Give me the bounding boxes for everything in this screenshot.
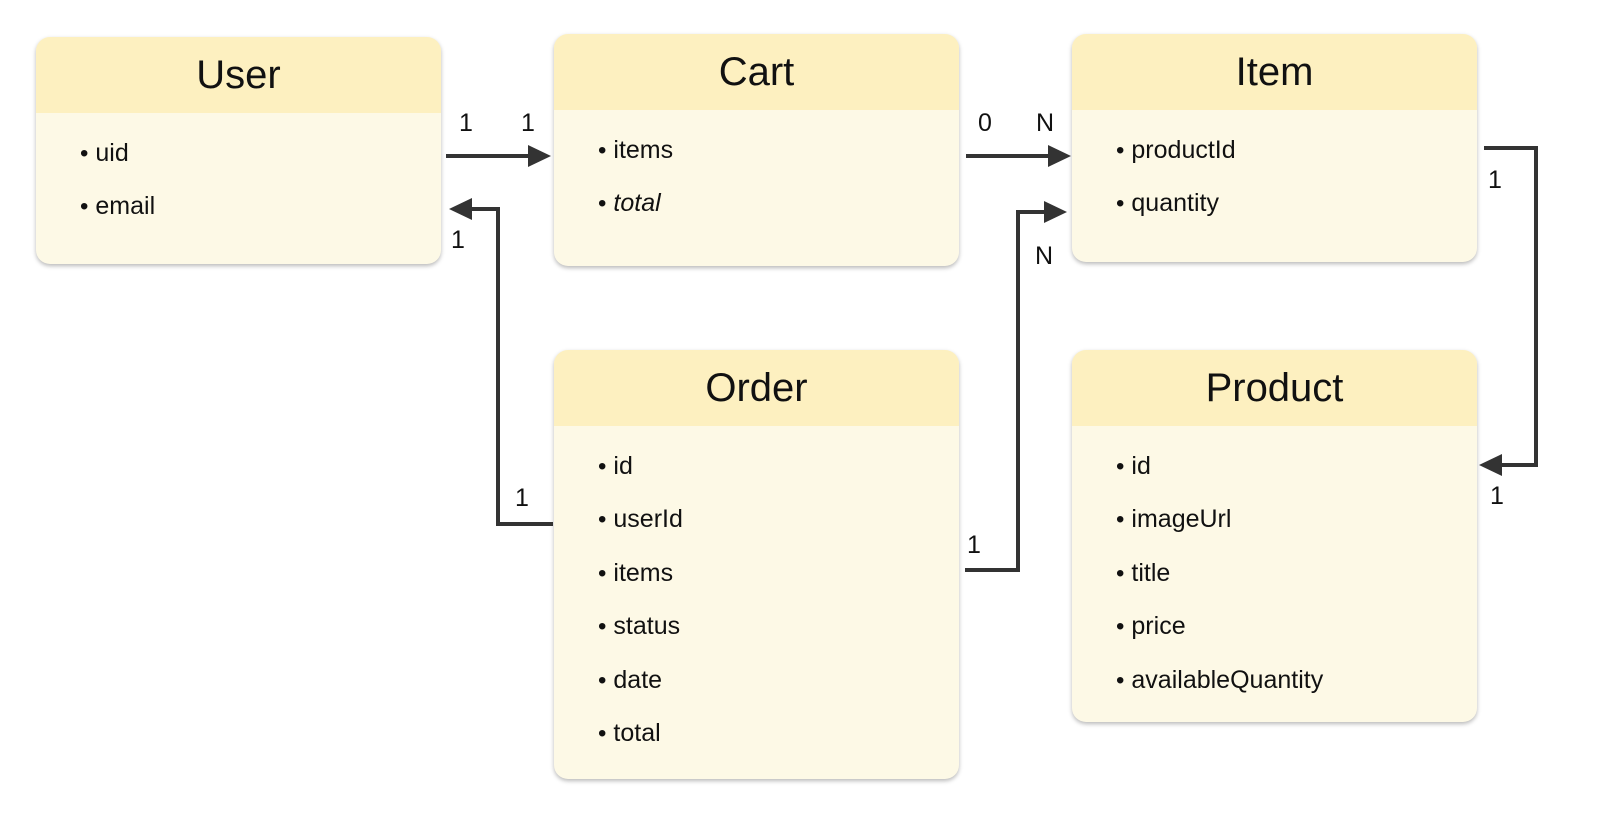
field-quantity: •quantity (1116, 177, 1477, 230)
bullet-icon: • (1116, 666, 1125, 694)
field-label: availableQuantity (1131, 665, 1324, 694)
field-label: imageUrl (1131, 505, 1232, 534)
entity-title: User (36, 37, 441, 113)
bullet-icon: • (80, 193, 89, 221)
field-imageUrl: •imageUrl (1116, 493, 1477, 546)
field-email: •email (80, 180, 441, 233)
field-label: status (613, 612, 681, 641)
cardinality-order-item-source: 1 (967, 531, 981, 559)
field-list: •uid •email (36, 113, 441, 234)
entity-item[interactable]: Item •productId •quantity (1072, 34, 1477, 262)
field-label: productId (1131, 136, 1236, 164)
field-label: items (613, 558, 674, 587)
field-list: •id •userId •items •status •date •total (554, 426, 959, 760)
field-label: userId (613, 505, 683, 534)
bullet-icon: • (598, 506, 607, 534)
field-date: •date (598, 654, 959, 707)
field-list: •id •imageUrl •title •price •availableQu… (1072, 426, 1477, 707)
arrowhead-order-item (1044, 201, 1067, 223)
cardinality-order-user-target: 1 (451, 226, 465, 254)
field-label: total (613, 189, 661, 218)
field-label: id (1131, 452, 1151, 480)
field-uid: •uid (80, 127, 441, 180)
field-total: •total (598, 707, 959, 760)
bullet-icon: • (80, 140, 89, 167)
field-userId: •userId (598, 493, 959, 546)
field-items: •items (598, 547, 959, 600)
bullet-icon: • (598, 613, 607, 641)
entity-cart[interactable]: Cart •items •total (554, 34, 959, 266)
bullet-icon: • (1116, 559, 1125, 587)
field-list: •productId •quantity (1072, 110, 1477, 231)
cardinality-cart-item-target: N (1036, 109, 1054, 137)
arrowhead-cart-item (1048, 145, 1071, 167)
edge-order-user (472, 207, 553, 526)
field-label: items (613, 136, 674, 164)
field-label: total (613, 718, 661, 747)
entity-product[interactable]: Product •id •imageUrl •title •price •ava… (1072, 350, 1477, 722)
bullet-icon: • (1116, 506, 1125, 534)
edge-item-product (1484, 146, 1538, 467)
cardinality-item-product-source: 1 (1488, 166, 1502, 194)
field-items: •items (598, 124, 959, 177)
field-productId: •productId (1116, 124, 1477, 177)
bullet-icon: • (1116, 453, 1125, 480)
arrowhead-user-cart (528, 145, 551, 167)
cardinality-cart-item-source: 0 (978, 109, 992, 137)
field-title: •title (1116, 547, 1477, 600)
bullet-icon: • (598, 666, 607, 694)
field-label: price (1131, 612, 1186, 641)
field-id: •id (598, 440, 959, 493)
entity-order[interactable]: Order •id •userId •items •status •date •… (554, 350, 959, 779)
bullet-icon: • (598, 719, 607, 747)
field-price: •price (1116, 600, 1477, 653)
entity-title: Item (1072, 34, 1477, 110)
bullet-icon: • (1116, 190, 1125, 218)
field-label: id (613, 452, 633, 480)
field-list: •items •total (554, 110, 959, 231)
bullet-icon: • (1116, 137, 1125, 164)
entity-user[interactable]: User •uid •email (36, 37, 441, 264)
field-label: email (95, 192, 156, 221)
entity-title: Product (1072, 350, 1477, 426)
cardinality-order-item-target: N (1035, 242, 1053, 270)
entity-title: Cart (554, 34, 959, 110)
edge-order-item (965, 210, 1044, 572)
field-label: uid (95, 139, 129, 167)
cardinality-user-cart-source: 1 (459, 109, 473, 137)
field-id: •id (1116, 440, 1477, 493)
cardinality-user-cart-target: 1 (521, 109, 535, 137)
field-status: •status (598, 600, 959, 653)
field-label: title (1131, 558, 1171, 587)
field-availableQuantity: •availableQuantity (1116, 654, 1477, 707)
bullet-icon: • (1116, 613, 1125, 641)
bullet-icon: • (598, 137, 607, 164)
field-label: date (613, 665, 663, 694)
arrowhead-order-user (449, 198, 472, 220)
bullet-icon: • (598, 190, 607, 218)
cardinality-order-user-source: 1 (515, 484, 529, 512)
field-total: •total (598, 177, 959, 230)
cardinality-item-product-target: 1 (1490, 482, 1504, 510)
arrowhead-item-product (1479, 454, 1502, 476)
field-label: quantity (1131, 189, 1219, 218)
bullet-icon: • (598, 559, 607, 587)
entity-title: Order (554, 350, 959, 426)
bullet-icon: • (598, 453, 607, 480)
